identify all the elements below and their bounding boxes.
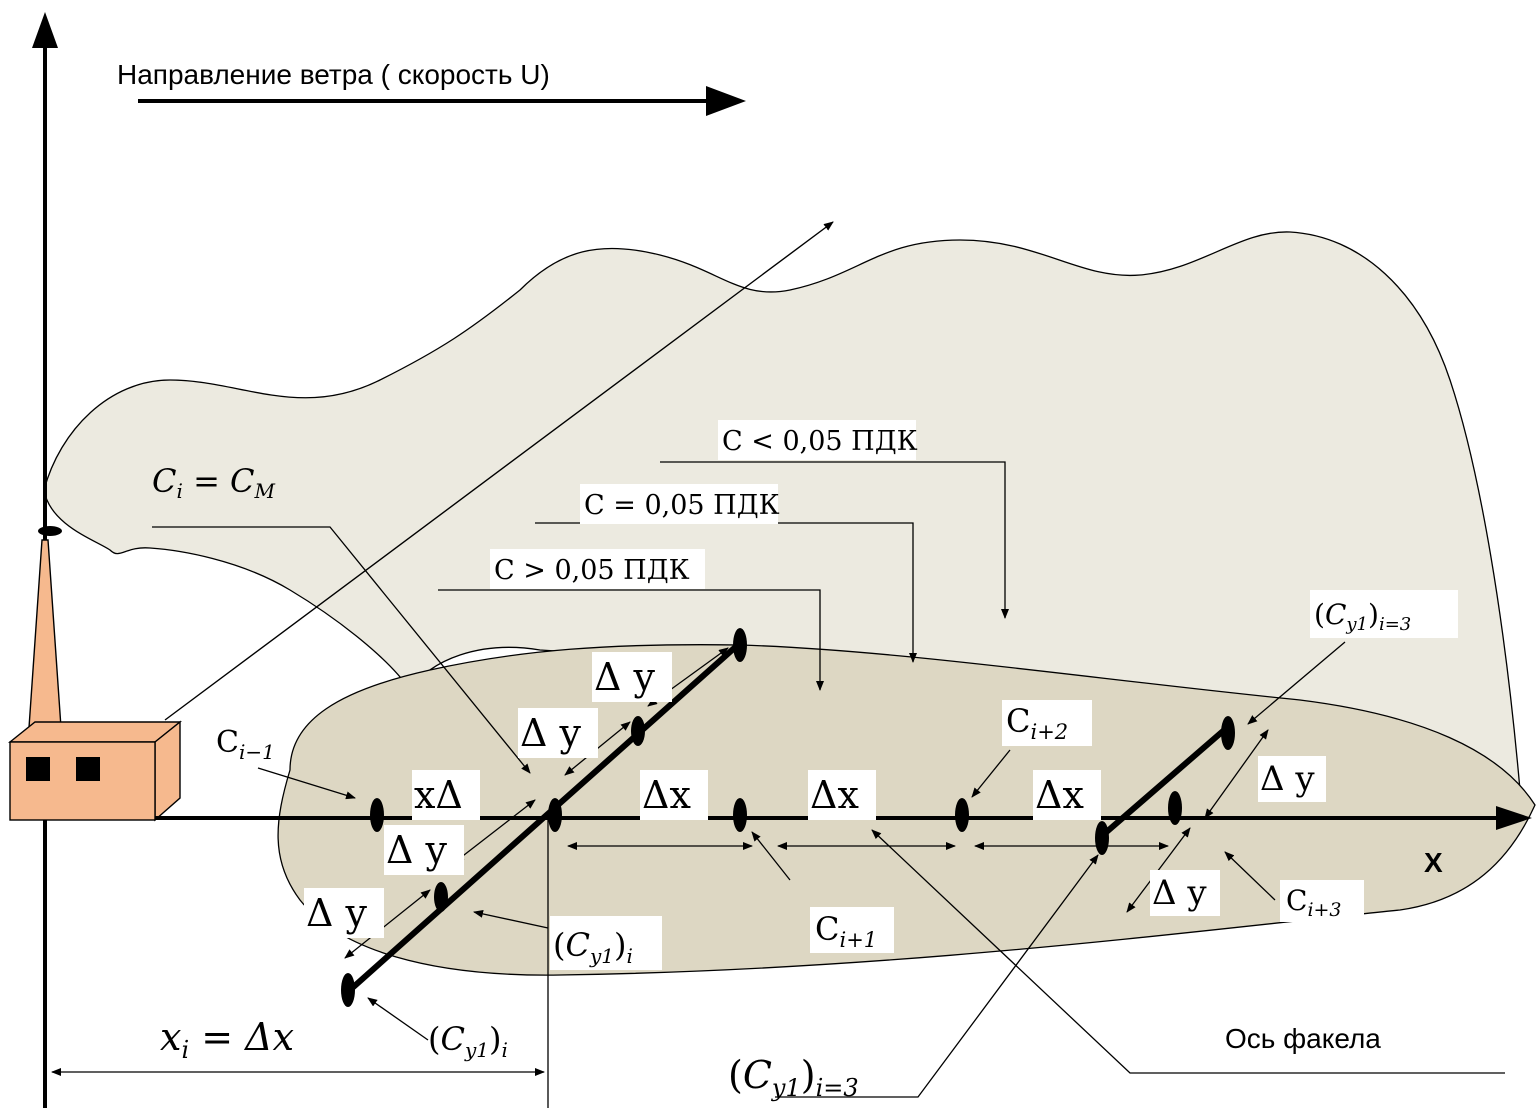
zone-below-label: C < 0,05 ПДК	[722, 426, 918, 457]
dx-label-2: Δx	[810, 773, 859, 817]
dy-label-down1: Δ y	[386, 828, 448, 872]
dy-span-down1	[454, 799, 536, 863]
dy-label-up1: Δ y	[520, 711, 582, 755]
dx-label-1: Δx	[642, 773, 691, 817]
factory-window-left	[26, 757, 50, 781]
leader-c-above	[438, 589, 824, 691]
cy1-i-label: (Cy1)i	[553, 926, 633, 968]
diagonal-ray	[164, 221, 834, 721]
leader-ci-cm	[152, 526, 531, 774]
cy1-i3-bottom-label: (Cy1)i=3	[728, 1053, 859, 1102]
dx-label-3: Δx	[1035, 773, 1084, 817]
point-c-next2	[955, 798, 969, 832]
leader-plume-axis	[871, 829, 1505, 1074]
dy-span-down2	[344, 889, 431, 959]
cy1-i-bottom-label: (Cy1)i	[428, 1020, 508, 1062]
vertical-axis-arrowhead	[32, 12, 58, 48]
dy-label-up2: Δ y	[594, 655, 656, 699]
point-c-next3	[1168, 791, 1182, 825]
point-c-prev	[370, 798, 384, 832]
point-cy1-i3-bottom	[1095, 821, 1109, 855]
factory-top	[8, 721, 182, 743]
wind-label: Направление ветра ( скорость U)	[117, 59, 550, 90]
dy-span-i3-top	[1204, 729, 1269, 819]
factory-window-right	[76, 757, 100, 781]
point-cy1-down1	[434, 882, 448, 912]
dx-reversed-label: xΔ	[414, 773, 463, 817]
c-next3-label: Ci+3	[1286, 884, 1342, 921]
leader-c-next1	[751, 831, 791, 881]
chimney-top-point	[38, 526, 62, 536]
ci-cm-label: Ci = CM	[152, 462, 276, 503]
c-prev-label: Ci−1	[216, 725, 275, 764]
cy1-i3-top-label: (Cy1)i=3	[1314, 598, 1411, 635]
point-cy1-up1	[631, 716, 645, 746]
leader-cy1-i-mid	[473, 909, 549, 929]
leader-c-below	[660, 461, 1009, 619]
x-axis-arrowhead	[1496, 806, 1532, 830]
point-c-i	[548, 798, 562, 832]
zone-above-label: C > 0,05 ПДК	[494, 555, 690, 586]
wind-arrowhead	[706, 86, 746, 116]
zone-equal-label: C = 0,05 ПДК	[584, 490, 780, 521]
x-axis-label: X	[1424, 847, 1443, 878]
leader-cy1-i3-top	[1247, 641, 1346, 725]
c-next1-label: Ci+1	[815, 910, 877, 952]
point-cy1-up2	[733, 628, 747, 662]
point-cy1-i3-top	[1221, 716, 1235, 750]
leader-c-next3	[1224, 851, 1276, 901]
leader-c-prev	[257, 767, 356, 800]
plume-axis-label: Ось факела	[1225, 1023, 1381, 1054]
leader-cy1-i3-bottom	[775, 854, 1099, 1098]
point-c-next1	[733, 798, 747, 832]
dy-label-i3-bottom: Δ y	[1152, 873, 1207, 913]
dy-label-down2: Δ y	[306, 891, 368, 935]
dy-label-i3-top: Δ y	[1260, 759, 1315, 799]
outer-concentration-zone	[43, 231, 1521, 792]
chimney	[27, 539, 63, 743]
xi-label: xi = Δx	[160, 1015, 294, 1064]
leader-cy1-i-bottom	[367, 997, 429, 1041]
c-next2-label: Ci+2	[1006, 702, 1068, 744]
point-cy1-down2	[341, 973, 355, 1007]
leader-c-next2	[971, 749, 1011, 798]
